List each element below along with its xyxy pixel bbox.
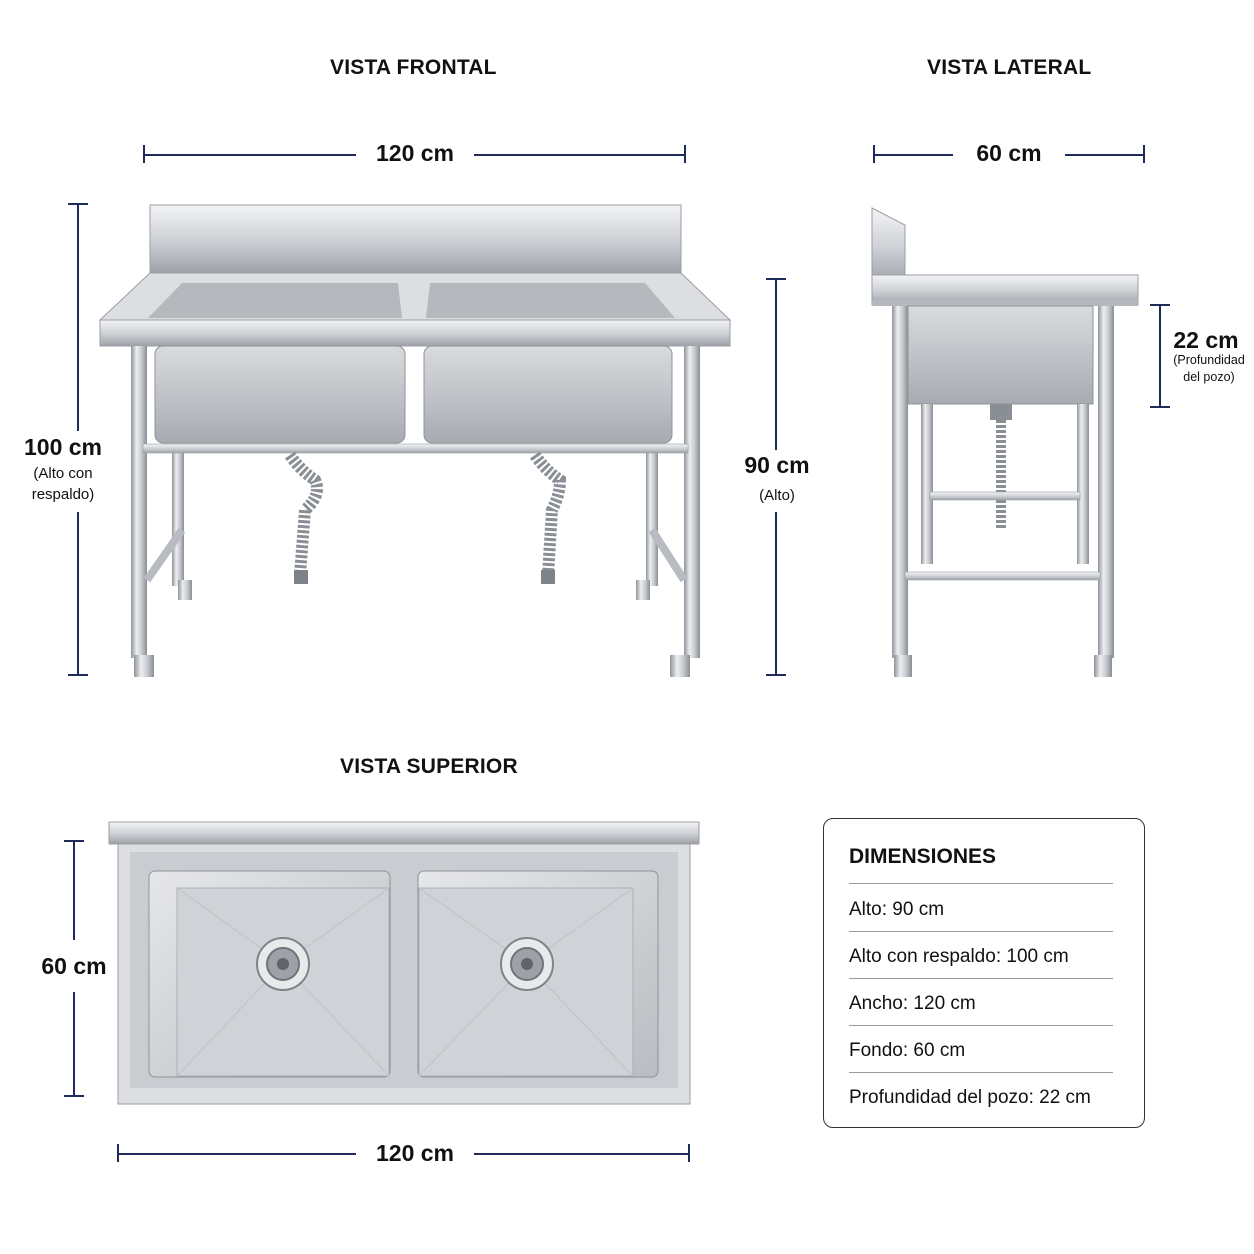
dimension-row-height-with-backsplash: Alto con respaldo: 100 cm (849, 946, 1069, 967)
side-view-sink (871, 207, 1139, 677)
front-total-height-note: (Alto con respaldo) (31, 465, 95, 503)
panel-divider (849, 978, 1113, 979)
front-view-sink (98, 204, 732, 677)
side-depth-label: 60 cm (976, 140, 1042, 166)
panel-divider (849, 883, 1113, 884)
panel-divider (849, 1072, 1113, 1073)
side-basin-depth-tick-bottom (1150, 406, 1170, 408)
front-height-line-bottom (775, 512, 777, 675)
front-height-line-top (775, 278, 777, 450)
front-total-height-line-bottom (77, 512, 79, 675)
panel-divider (849, 931, 1113, 932)
top-depth-line-top (73, 840, 75, 940)
front-width-label: 120 cm (375, 140, 454, 166)
top-width-label: 120 cm (375, 1140, 454, 1166)
side-depth-line-right (1065, 154, 1145, 156)
front-total-height-tick-bottom (68, 674, 88, 676)
side-basin-depth-label: 22 cm (1173, 327, 1239, 353)
front-height-note: (Alto) (759, 487, 795, 504)
dimension-row-depth: Fondo: 60 cm (849, 1040, 966, 1061)
front-width-tick-right (684, 145, 686, 163)
top-width-line-right (474, 1153, 690, 1155)
front-height-label: 90 cm (744, 452, 810, 478)
dimension-row-basin-depth: Profundidad del pozo: 22 cm (849, 1087, 1091, 1108)
top-width-line-left (117, 1153, 356, 1155)
side-basin-depth-note: (Profundidad del pozo) (1173, 353, 1245, 384)
front-width-line-left (143, 154, 356, 156)
front-total-height-label: 100 cm (23, 434, 102, 460)
front-height-tick-bottom (766, 674, 786, 676)
front-width-line-right (474, 154, 686, 156)
dimensions-panel-title: DIMENSIONES (849, 845, 997, 868)
top-depth-tick-bottom (64, 1095, 84, 1097)
dimension-row-width: Ancho: 120 cm (849, 993, 976, 1014)
dimensions-panel: DIMENSIONES Alto: 90 cm Alto con respald… (823, 818, 1145, 1128)
top-depth-line-bottom (73, 992, 75, 1096)
side-view-title: VISTA LATERAL (927, 56, 1092, 79)
top-width-tick-right (688, 1144, 690, 1162)
top-view-title: VISTA SUPERIOR (340, 755, 518, 778)
top-depth-label: 60 cm (41, 953, 107, 979)
dimension-row-height: Alto: 90 cm (849, 899, 945, 920)
side-depth-line-left (873, 154, 953, 156)
front-view-title: VISTA FRONTAL (330, 56, 497, 79)
front-total-height-line-top (77, 203, 79, 431)
top-view-sink (108, 821, 700, 1105)
panel-divider (849, 1025, 1113, 1026)
side-depth-tick-right (1143, 145, 1145, 163)
side-basin-depth-line (1159, 304, 1161, 407)
